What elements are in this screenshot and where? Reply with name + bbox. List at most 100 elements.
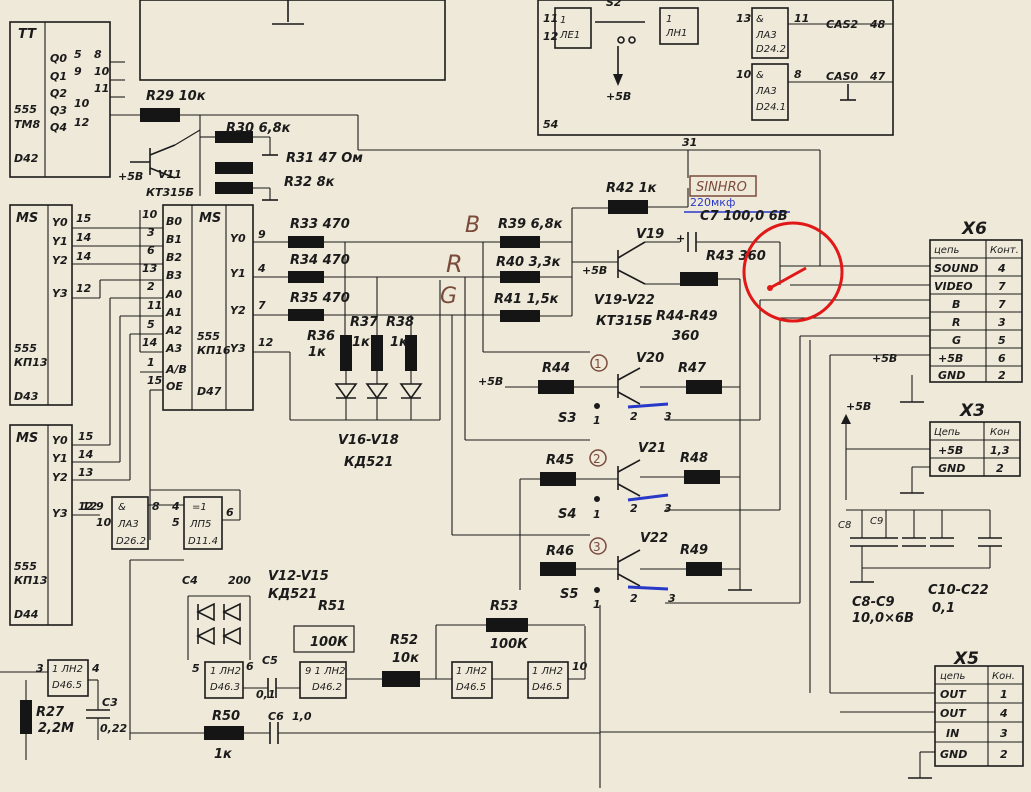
- svg-text:R43 360: R43 360: [706, 249, 766, 264]
- svg-text:+5В: +5В: [478, 375, 503, 388]
- svg-text:12: 12: [258, 336, 274, 349]
- svg-text:D26.2: D26.2: [116, 536, 146, 547]
- svg-text:КП13: КП13: [14, 574, 48, 587]
- svg-text:R34 470: R34 470: [290, 253, 350, 268]
- svg-text:A2: A2: [165, 324, 183, 337]
- svg-text:OE: OE: [166, 380, 183, 393]
- resistor-r43: R43 360: [680, 249, 766, 590]
- svg-text:D46.5: D46.5: [456, 682, 486, 693]
- svg-text:1: 1: [593, 508, 601, 521]
- gate-ln2-d: 1 ЛН2 D46.5 10: [492, 626, 588, 699]
- svg-text:6: 6: [226, 506, 234, 519]
- svg-text:1 ЛН2: 1 ЛН2: [532, 666, 563, 677]
- svg-text:15: 15: [76, 212, 92, 225]
- resistor-r27: R27 2,2М: [20, 680, 74, 760]
- svg-text:1к: 1к: [390, 335, 409, 350]
- svg-text:B1: B1: [166, 233, 182, 246]
- svg-text:GND: GND: [940, 748, 967, 761]
- svg-text:3: 3: [664, 410, 672, 423]
- svg-text:12: 12: [74, 116, 90, 129]
- svg-text:КТ315Б: КТ315Б: [596, 314, 653, 329]
- svg-text:Y0: Y0: [52, 434, 68, 447]
- svg-text:11: 11: [94, 82, 109, 95]
- svg-text:6: 6: [147, 244, 155, 257]
- svg-text:3: 3: [998, 316, 1006, 329]
- svg-text:R44: R44: [542, 361, 570, 376]
- svg-text:10: 10: [96, 516, 112, 529]
- svg-text:13: 13: [142, 262, 158, 275]
- resistor-r48: [684, 470, 720, 484]
- svg-text:7: 7: [998, 298, 1006, 311]
- svg-text:D11.4: D11.4: [188, 536, 218, 547]
- svg-text:VIDEO: VIDEO: [934, 280, 973, 293]
- svg-text:V20: V20: [636, 351, 664, 366]
- svg-text:14: 14: [76, 250, 91, 263]
- switch-s2: S2 +5В: [595, 0, 645, 103]
- svg-text:C10-C22: C10-C22: [928, 583, 989, 598]
- svg-text:15: 15: [147, 374, 163, 387]
- svg-text:5: 5: [172, 516, 180, 529]
- svg-text:8: 8: [94, 48, 102, 61]
- svg-text:R37: R37: [350, 315, 379, 330]
- svg-text:V22: V22: [640, 531, 668, 546]
- svg-text:Y1: Y1: [52, 235, 68, 248]
- svg-text:A0: A0: [165, 288, 183, 301]
- svg-text:R42 1к: R42 1к: [606, 181, 658, 196]
- capacitor-c6: C6 1,0: [268, 710, 600, 744]
- cap-note-220: 220мкф: [690, 196, 735, 209]
- svg-text:2: 2: [147, 280, 155, 293]
- svg-text:+5В: +5В: [846, 400, 871, 413]
- svg-text:1 ЛН2: 1 ЛН2: [52, 664, 83, 675]
- chip-d42: TT Q0 Q1 Q2 Q3 Q4 555 ТМ8 D42 5 9 10 12 …: [9, 21, 111, 178]
- svg-text:10к: 10к: [392, 651, 420, 666]
- transistor-v19: V19 +5В V19-V22 КТ315Б: [582, 227, 680, 329]
- svg-text:Кон: Кон: [990, 427, 1010, 438]
- svg-text:R27: R27: [36, 705, 65, 720]
- svg-text:D24.2: D24.2: [756, 44, 786, 55]
- svg-text:ЛА3: ЛА3: [117, 519, 139, 530]
- svg-text:12: 12: [82, 500, 98, 513]
- resistor-r45: [540, 472, 576, 486]
- svg-text:11: 11: [543, 12, 558, 25]
- svg-text:B0: B0: [166, 215, 182, 228]
- bus-wires-left: [72, 61, 163, 540]
- svg-text:S3: S3: [558, 411, 576, 426]
- svg-text:A1: A1: [165, 306, 182, 319]
- svg-text:D46.3: D46.3: [210, 682, 240, 693]
- resistor-r38: R38 1к: [386, 315, 417, 371]
- svg-text:3: 3: [1000, 727, 1008, 740]
- svg-text:1: 1: [147, 356, 155, 369]
- svg-text:TT: TT: [18, 27, 37, 42]
- svg-text:A3: A3: [165, 342, 183, 355]
- svg-text:31: 31: [682, 136, 697, 149]
- svg-text:10: 10: [572, 660, 588, 673]
- svg-text:555: 555: [14, 342, 37, 355]
- svg-text:Кон.: Кон.: [992, 671, 1015, 682]
- svg-text:10,0×6В: 10,0×6В: [852, 611, 914, 626]
- top-ground-symbol: [272, 0, 304, 25]
- svg-text:1: 1: [560, 15, 566, 26]
- svg-text:555: 555: [197, 330, 220, 343]
- connector-x6: X6 цепь Конт. SOUND 4 VIDEO 7 B 7 R 3 G …: [929, 219, 1023, 383]
- stage-v20: R44 +5В V20 1 R47 S3 1 2 3: [478, 351, 740, 427]
- svg-text:Y2: Y2: [52, 254, 68, 267]
- svg-text:15: 15: [78, 430, 94, 443]
- resistor-r44: [538, 380, 574, 394]
- resistor-r33: R33 470: [288, 217, 350, 248]
- svg-text:MS: MS: [199, 211, 221, 226]
- svg-text:цепь: цепь: [940, 671, 965, 682]
- svg-text:R50: R50: [212, 709, 240, 724]
- svg-text:GND: GND: [938, 369, 965, 382]
- svg-text:11: 11: [794, 12, 809, 25]
- x6-plus5-label: +5В: [872, 352, 897, 365]
- svg-text:КТ315Б: КТ315Б: [146, 186, 194, 199]
- resistor-r34: R34 470: [288, 253, 350, 283]
- svg-text:0,22: 0,22: [100, 722, 127, 735]
- svg-text:C8: C8: [838, 520, 851, 531]
- svg-text:2: 2: [1000, 748, 1008, 761]
- svg-text:Конт.: Конт.: [990, 245, 1019, 256]
- svg-text:D47: D47: [197, 385, 222, 398]
- svg-text:9 1 ЛН2: 9 1 ЛН2: [305, 666, 345, 677]
- svg-text:R32 8к: R32 8к: [284, 175, 336, 190]
